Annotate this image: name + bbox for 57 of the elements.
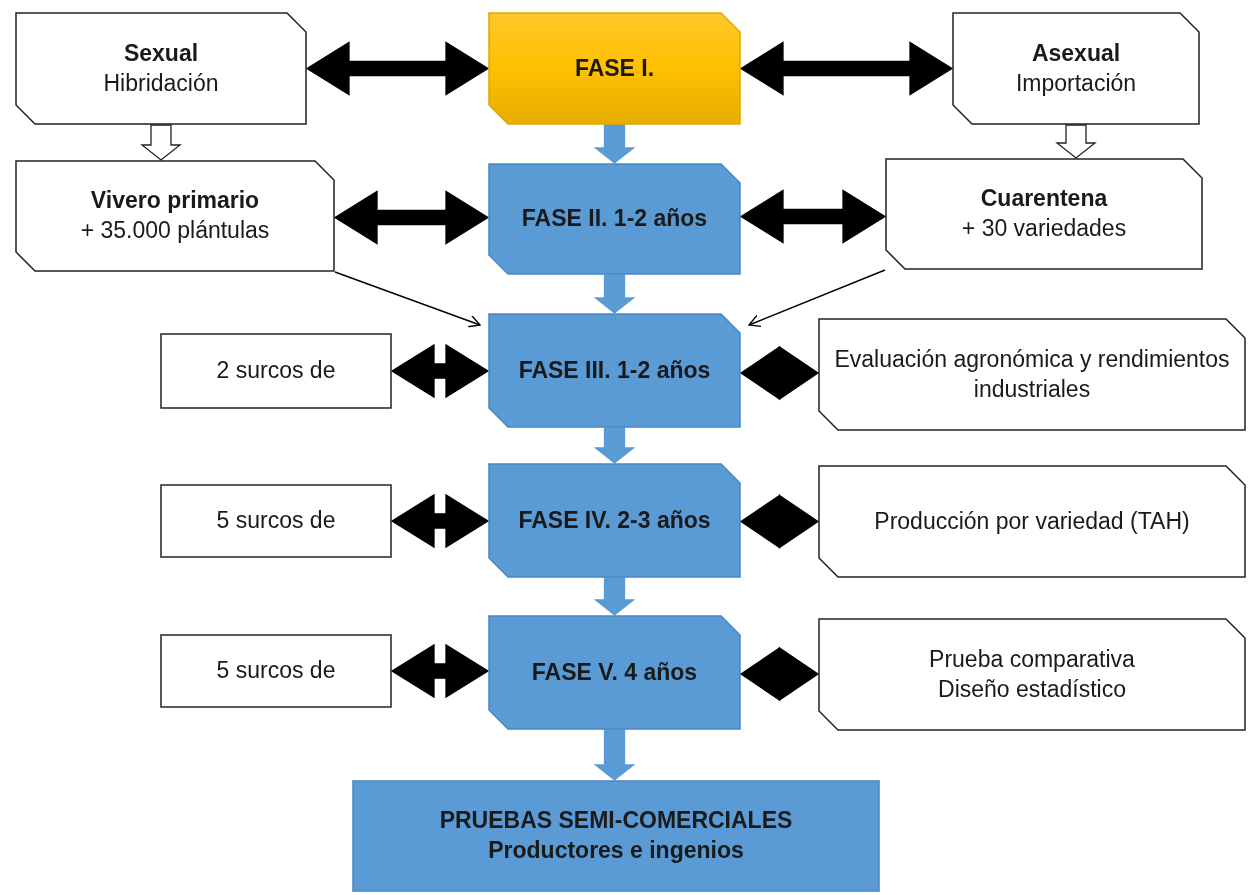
phase-box (488, 463, 741, 578)
box-text: FASE IV. 2-3 años (518, 505, 711, 535)
block-arrow (593, 124, 636, 164)
block-arrow (593, 577, 636, 616)
block-arrow (593, 729, 636, 781)
box-text: + 30 variedades (961, 214, 1127, 243)
box-text: Producción por variedad (TAH) (874, 506, 1190, 536)
note-box (15, 160, 335, 272)
heading-text: Vivero primario (90, 186, 260, 216)
box-text: FASE V. 4 años (531, 657, 698, 687)
phase-box (488, 313, 741, 428)
box-text: Diseño estadístico (938, 674, 1126, 704)
box-text: 2 surcos de (216, 356, 336, 386)
phase-box (352, 780, 880, 892)
heading-text: Cuarentena (980, 184, 1108, 214)
note-box (818, 465, 1246, 578)
phase-box (488, 163, 741, 275)
note-box (160, 484, 392, 558)
box-text: 5 surcos de (216, 506, 336, 536)
box-text: Prueba comparativa (929, 644, 1135, 674)
block-arrow (593, 427, 636, 464)
box-text: Evaluación agronómica y rendimientos industriales (833, 344, 1231, 404)
phase-box (488, 12, 741, 125)
box-text: FASE I. (574, 53, 655, 83)
arrow (748, 269, 886, 328)
note-box (160, 333, 392, 409)
double-arrow (739, 189, 887, 244)
box-text: PRUEBAS SEMI-COMERCIALES (439, 806, 793, 836)
block-arrow (593, 274, 636, 314)
double-arrow (739, 646, 820, 702)
note-box (885, 158, 1203, 270)
double-arrow (390, 493, 490, 549)
note-box (952, 12, 1200, 125)
double-arrow (739, 345, 820, 401)
double-arrow (333, 190, 490, 245)
box-text: FASE II. 1-2 años (521, 204, 708, 234)
heading-text: Sexual (123, 38, 199, 68)
double-arrow (739, 41, 954, 96)
box-text: Importación (1015, 68, 1137, 98)
double-arrow (390, 343, 490, 399)
note-box (15, 12, 307, 125)
phase-box (488, 615, 741, 730)
box-text: Hibridación (103, 68, 219, 98)
block-arrow (1055, 124, 1097, 159)
arrow (334, 271, 481, 328)
heading-text: Asexual (1031, 38, 1121, 68)
box-text: + 35.000 plántulas (80, 216, 270, 245)
note-box (818, 318, 1246, 431)
double-arrow (739, 494, 820, 549)
note-box (818, 618, 1246, 731)
double-arrow (305, 41, 490, 96)
box-text: 5 surcos de (216, 656, 336, 686)
double-arrow (390, 643, 490, 699)
box-text: FASE III. 1-2 años (518, 355, 711, 385)
block-arrow (140, 124, 182, 161)
box-text: Productores e ingenios (488, 836, 744, 865)
note-box (160, 634, 392, 708)
